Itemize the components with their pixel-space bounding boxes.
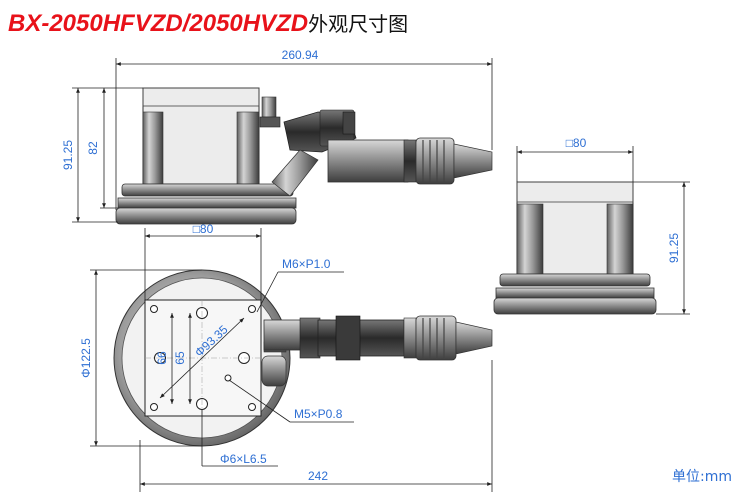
dim-bottom-diameter: Φ122.5 — [79, 338, 93, 378]
lower-flange — [117, 197, 297, 209]
side-view-dimensions: 260.94 91.25 82 — [61, 48, 493, 223]
dim-hole-66: 66 — [155, 351, 169, 365]
label-thread-m6: M6×P1.0 — [282, 257, 331, 271]
dim-bottom-square: □80 — [193, 222, 214, 236]
dim-right-height: 91.25 — [667, 233, 681, 263]
title-suffix: 外观尺寸图 — [308, 14, 409, 36]
dim-hole-65: 65 — [173, 351, 187, 365]
unit-label: 单位:mm — [672, 469, 732, 485]
dim-bottom-width: 242 — [308, 469, 328, 483]
label-thread-m5: M5×P0.8 — [294, 407, 343, 421]
end-view — [493, 181, 657, 315]
label-pin-hole: Φ6×L6.5 — [220, 452, 267, 466]
dim-top-height-total: 91.25 — [61, 140, 75, 170]
dim-top-width: 260.94 — [282, 48, 319, 62]
dim-right-square: □80 — [566, 136, 587, 150]
arm-tube — [327, 139, 409, 183]
end-view-dimensions: □80 91.25 — [516, 136, 690, 315]
cable-connector — [415, 137, 455, 185]
drawing-title: BX-2050HFVZD/2050HVZD外观尺寸图 — [8, 6, 408, 43]
dim-top-height-body: 82 — [86, 141, 100, 155]
side-view — [115, 87, 493, 225]
upper-flange — [121, 183, 294, 197]
air-fitting — [261, 96, 277, 118]
model-name: BX-2050HFVZD/2050HVZD — [8, 10, 309, 37]
